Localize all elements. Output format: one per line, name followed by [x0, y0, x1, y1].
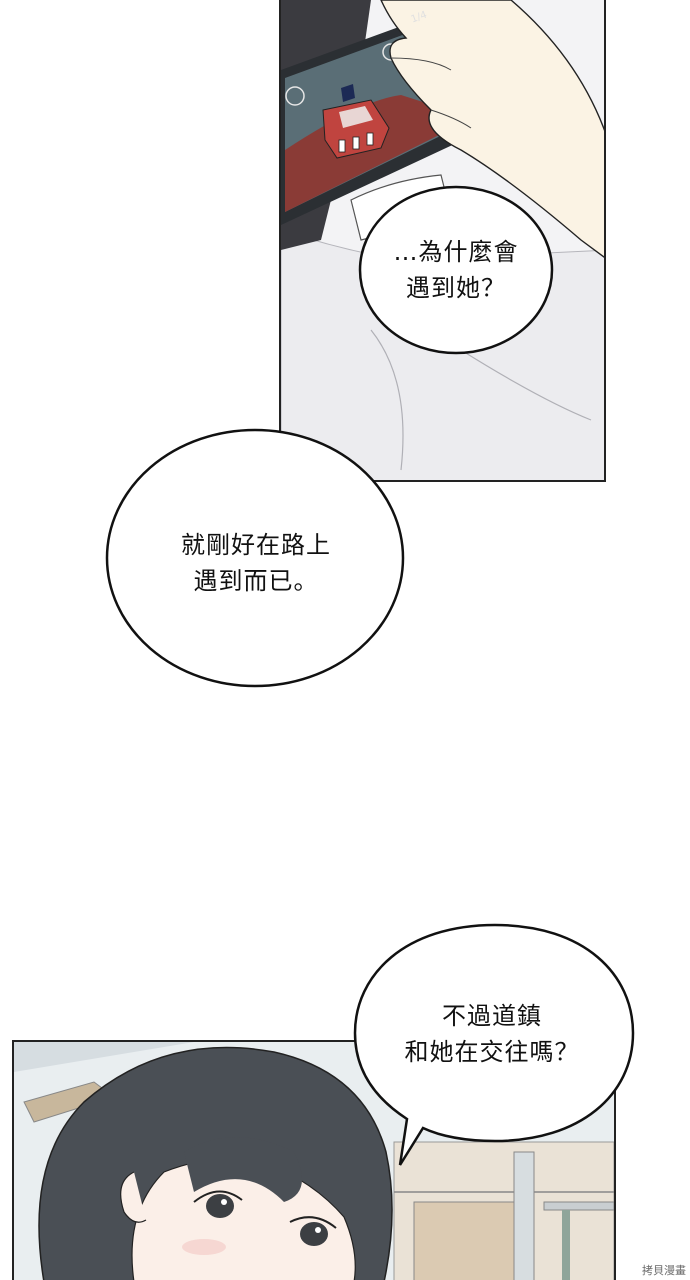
- bottom-bubble-line-2: 和她在交往嗎？: [404, 1038, 580, 1066]
- standalone-speech-bubble: [105, 428, 405, 688]
- top-bubble-line-2: 遇到她？: [406, 274, 506, 302]
- standalone-bubble-text: 就剛好在路上 遇到而已。: [140, 527, 372, 599]
- top-panel: 1/4 …為什麼會 遇到她？: [279, 0, 606, 482]
- standalone-bubble-line-1: 就剛好在路上: [181, 531, 331, 559]
- left-eye: [193, 1190, 243, 1218]
- right-eye: [289, 1216, 337, 1246]
- standalone-bubble-line-2: 遇到而已。: [193, 567, 319, 595]
- left-control-circle: [285, 86, 305, 106]
- bottom-bubble-line-1: 不過道鎮: [442, 1002, 542, 1030]
- game-car: [322, 84, 390, 159]
- watermark-text: 拷貝漫畫: [642, 1264, 686, 1277]
- top-bubble-line-1: …為什麼會: [393, 238, 519, 266]
- top-bubble-text: …為什麼會 遇到她？: [366, 234, 546, 306]
- bottom-speech-bubble: [353, 923, 635, 1166]
- top-panel-art: [281, 0, 604, 480]
- top-speech-bubble: [358, 185, 554, 355]
- bottom-bubble-text: 不過道鎮 和她在交往嗎？: [378, 998, 606, 1070]
